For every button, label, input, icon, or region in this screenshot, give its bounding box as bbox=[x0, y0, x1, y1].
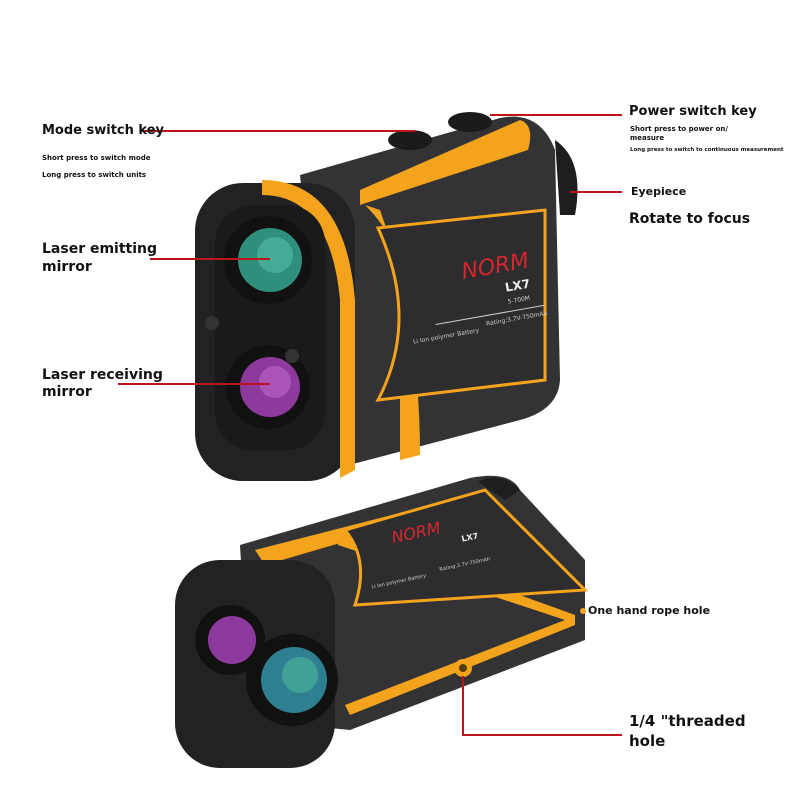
eyepiece bbox=[555, 140, 578, 215]
range-label: 5-700M bbox=[507, 295, 530, 306]
mode-key-desc-1: Short press to switch mode bbox=[42, 154, 151, 162]
power-key bbox=[448, 112, 492, 132]
laser-recv-label-2: mirror bbox=[42, 384, 92, 400]
rangefinder-top-view: NORM LX7 5-700M Li Ion polymer Battery R… bbox=[195, 112, 578, 481]
mode-key bbox=[388, 130, 432, 150]
eyepiece-callout-line bbox=[570, 191, 622, 193]
rope-hole-label: One hand rope hole bbox=[588, 604, 711, 617]
laser-recv-callout-line bbox=[118, 383, 270, 385]
threaded-hole-callout-line-h bbox=[462, 734, 622, 736]
rope-hole bbox=[580, 608, 586, 614]
threaded-hole-label-2: hole bbox=[629, 732, 666, 750]
laser-recv-label-1: Laser receiving bbox=[42, 367, 163, 383]
power-key-desc-2: Long press to switch to continuous measu… bbox=[630, 147, 784, 153]
mode-key-callout-line bbox=[140, 130, 415, 132]
eyepiece-title: Eyepiece bbox=[631, 185, 687, 198]
mode-key-desc-2: Long press to switch units bbox=[42, 171, 147, 179]
power-key-title: Power switch key bbox=[629, 104, 757, 119]
rangefinder-bottom-view: NORM LX7 Li Ion polymer Battery Rating:3… bbox=[175, 475, 589, 768]
laser-emit-label-1: Laser emitting bbox=[42, 241, 158, 257]
power-key-desc-1: Short press to power on/ bbox=[630, 125, 728, 133]
mode-key-title: Mode switch key bbox=[42, 123, 165, 138]
threaded-hole-label-1: 1/4 "threaded bbox=[629, 712, 746, 730]
model-label: LX7 bbox=[504, 277, 531, 295]
threaded-hole-callout-line-v bbox=[462, 676, 464, 736]
power-key-desc-1b: measure bbox=[630, 134, 665, 142]
laser-emit-callout-line bbox=[150, 258, 270, 260]
model-label-2: LX7 bbox=[461, 531, 479, 543]
eyepiece-subtitle: Rotate to focus bbox=[629, 211, 751, 227]
power-key-callout-line bbox=[490, 114, 622, 116]
laser-emit-label-2: mirror bbox=[42, 259, 92, 275]
